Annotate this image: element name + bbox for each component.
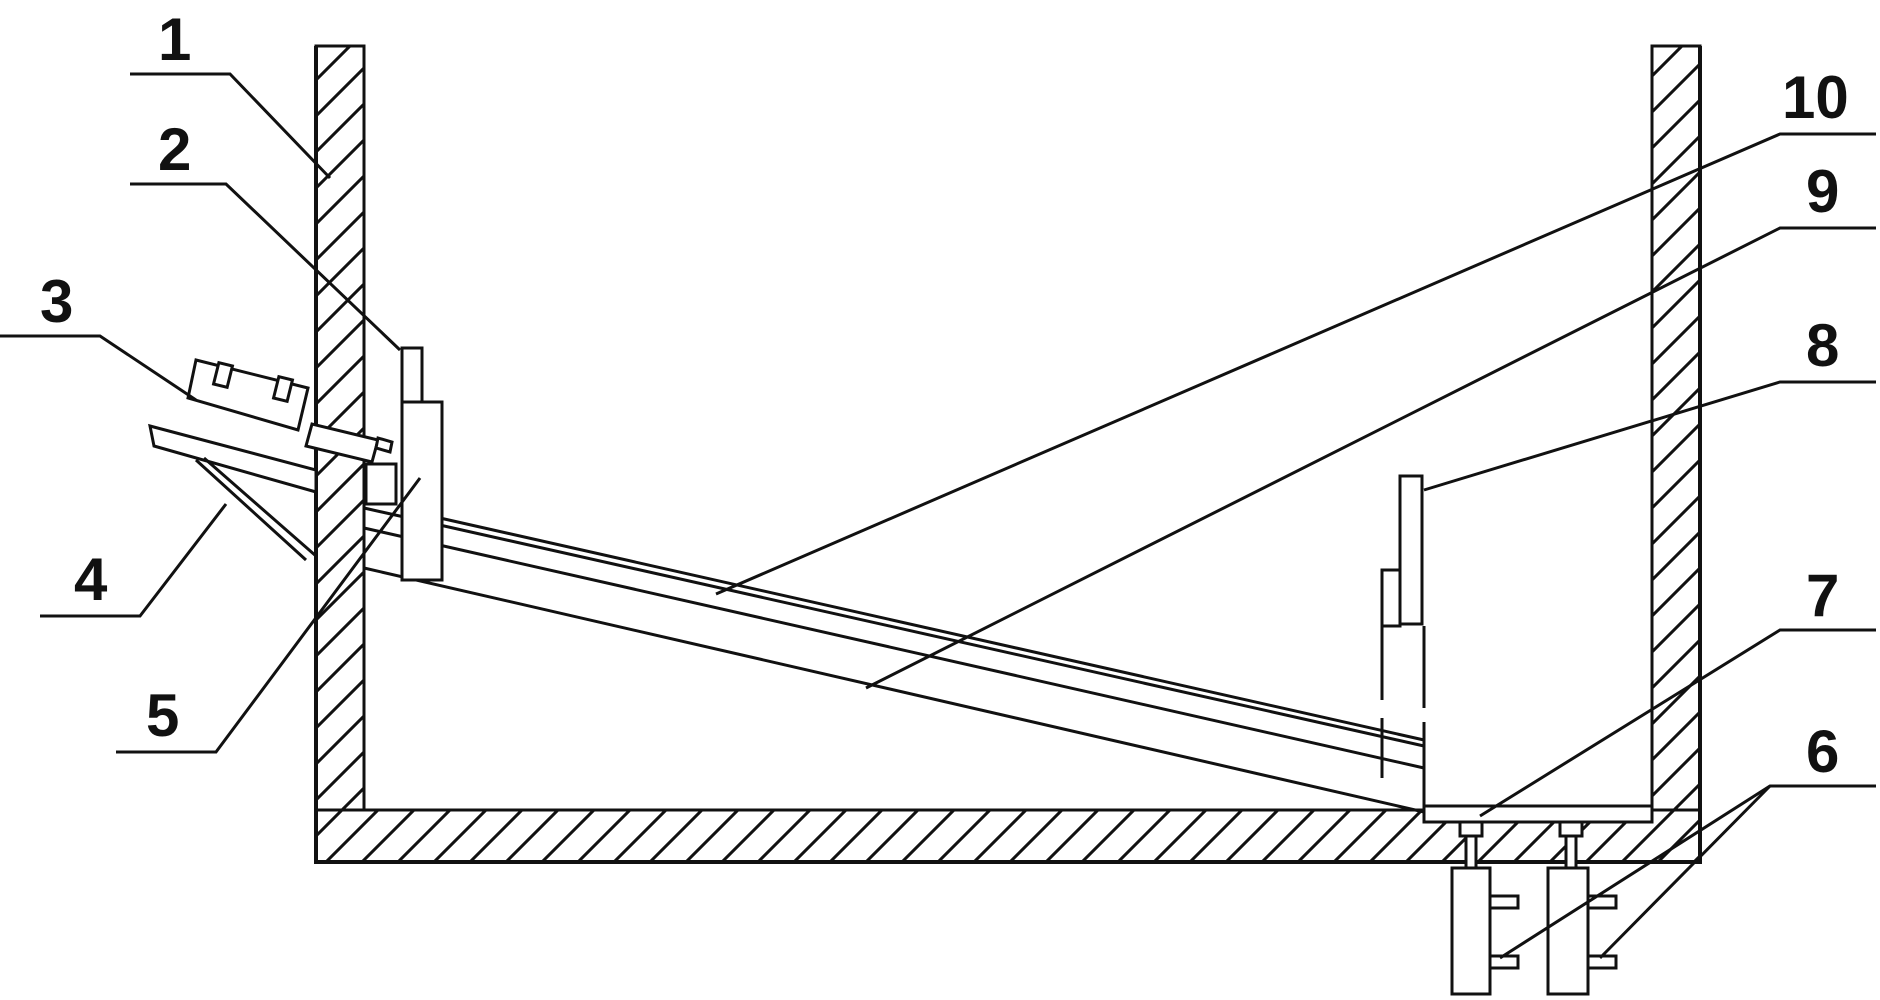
slope-plate-lower	[363, 526, 1425, 770]
slope-plate-upper	[439, 516, 1425, 742]
right-baffle-lower	[1380, 718, 1426, 812]
right-baffle-step	[1380, 568, 1402, 628]
left-baffle	[364, 346, 444, 582]
tank-inner-outline	[362, 46, 1654, 812]
feeder-support-strut	[194, 456, 317, 562]
leader-10	[715, 132, 1876, 596]
actuator2-body	[1546, 866, 1590, 996]
leader-8	[1423, 380, 1876, 492]
actuator1-head	[1458, 820, 1484, 838]
bottom-slope-line	[363, 566, 1425, 814]
label-8: 8	[1806, 312, 1839, 379]
label-6: 6	[1806, 718, 1839, 785]
leader-9	[865, 226, 1876, 690]
leader-3	[0, 334, 197, 402]
bottom-actuators	[1450, 820, 1618, 996]
outlet-plate	[1422, 804, 1654, 824]
feeder-nozzle	[374, 436, 394, 454]
label-10: 10	[1782, 64, 1849, 131]
label-7: 7	[1806, 562, 1839, 629]
actuator2-head	[1558, 820, 1584, 838]
leader-1	[130, 72, 332, 180]
label-3: 3	[40, 268, 73, 335]
right-baffle	[1380, 474, 1426, 812]
leader-5	[116, 477, 422, 754]
feeder-tray	[148, 423, 318, 494]
feeder-terminal-right	[271, 374, 295, 404]
sloped-plates	[363, 506, 1425, 814]
actuator1-port-bottom	[1488, 954, 1520, 970]
actuator1-body	[1450, 866, 1492, 996]
left-baffle-cap	[400, 346, 424, 404]
left-baffle-plate	[400, 400, 444, 582]
label-9: 9	[1806, 158, 1839, 225]
leader-7	[1479, 628, 1876, 818]
leader-4	[40, 503, 228, 618]
leader-lines	[0, 72, 1876, 960]
feeder-assembly	[148, 358, 394, 562]
left-baffle-connector	[364, 462, 398, 506]
label-5: 5	[146, 682, 179, 749]
feeder-terminal-left	[211, 360, 235, 390]
outlet-plate-bar	[1422, 804, 1654, 824]
reference-numbers: 1 2 3 4 5 6 7 8 9 10	[40, 6, 1849, 785]
slope-plate-middle	[363, 506, 1425, 748]
tank-outline	[314, 46, 1702, 864]
tank-right-wall	[1650, 44, 1702, 864]
tank-body	[314, 44, 1702, 864]
label-4: 4	[74, 546, 108, 613]
leader-2	[130, 182, 402, 352]
label-2: 2	[158, 116, 191, 183]
right-baffle-top	[1398, 474, 1424, 626]
label-1: 1	[158, 6, 191, 73]
right-baffle-sides	[1380, 626, 1426, 708]
actuator1-port-top	[1488, 894, 1520, 910]
leader-6b	[1598, 784, 1772, 960]
